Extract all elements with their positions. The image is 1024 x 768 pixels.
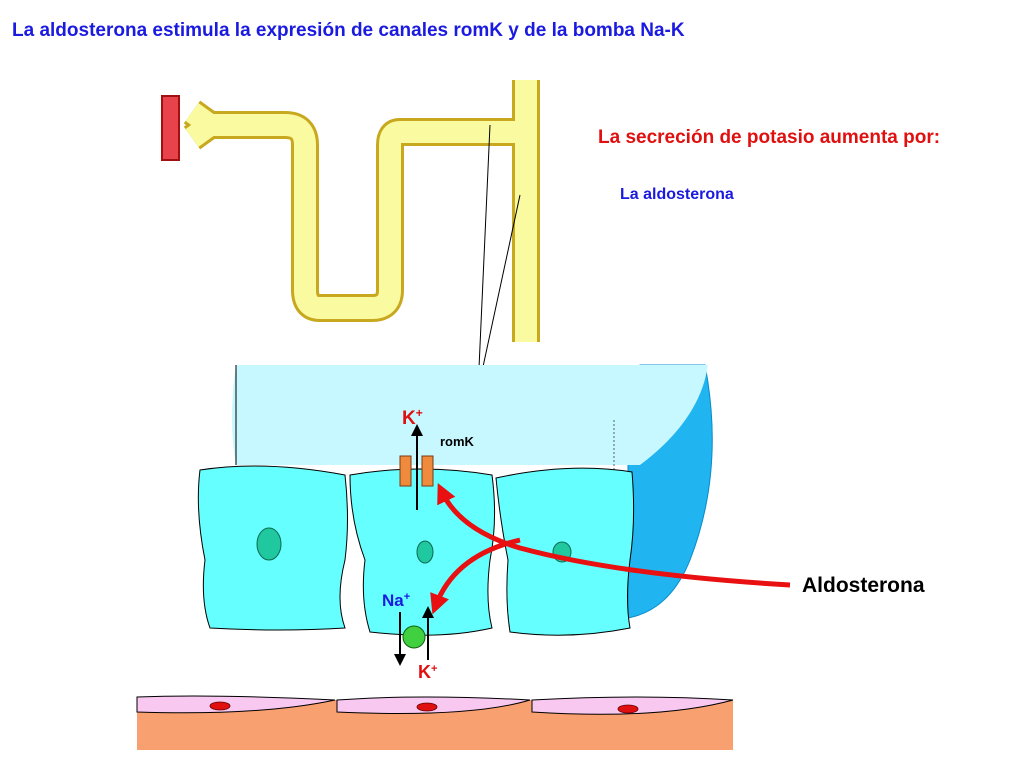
tubule-lumen [232,365,708,465]
capillary-nucleus-2 [416,702,438,712]
capillary-cell-1 [136,695,336,714]
capillary-nucleus-1 [209,701,231,711]
na-k-pump [402,625,426,649]
zoom-line-right [477,194,521,391]
label-romk: romK [440,434,475,449]
zoom-line-left [477,124,491,391]
capillary-nucleus-3 [617,704,639,714]
glomerulus [161,95,180,161]
label-na: Na+ [382,591,410,610]
label-aldosterona: Aldosterona [802,574,925,597]
nucleus-left [256,527,282,561]
label-k-top: K+ [402,406,423,429]
romk-channel-left [399,455,412,487]
romk-channel-right [421,455,434,487]
label-k-bottom: K+ [418,662,437,682]
side-heading: La secreción de potasio aumenta por: [598,127,941,148]
nephron-tubule [183,80,540,342]
aldosterona-arrow-to-pump [430,537,521,615]
page-title: La aldosterona estimula la expresión de … [12,20,685,41]
nucleus-middle [416,540,434,564]
side-item-aldosterona: La aldosterona [620,186,734,203]
aldosterona-arrow-to-romk [437,482,791,588]
